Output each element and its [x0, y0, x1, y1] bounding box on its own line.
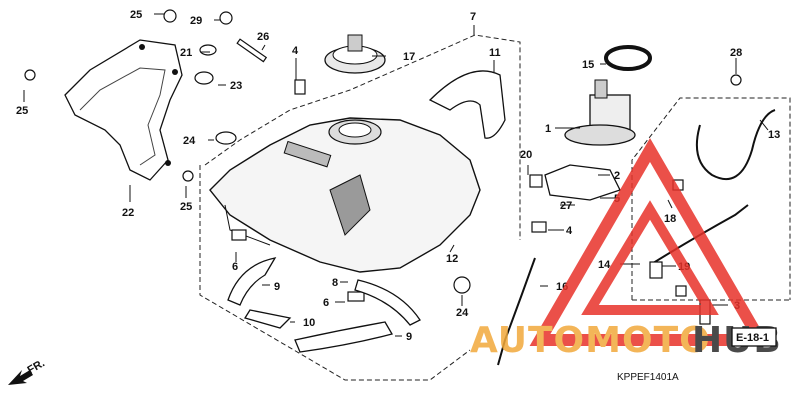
- callout-label: 26: [257, 31, 269, 43]
- callout-label: 15: [582, 59, 594, 71]
- callout-label: 12: [446, 253, 458, 265]
- pump-retainer-part: [544, 164, 621, 201]
- callout-label: 1: [545, 123, 551, 135]
- direction-label: FR.: [26, 357, 47, 376]
- gasket-part: [604, 45, 652, 71]
- callout-label: 24: [456, 307, 469, 319]
- svg-text:E-18-1: E-18-1: [736, 332, 769, 344]
- reference-tag: E-18-1: [731, 327, 777, 347]
- callout-label: 14: [598, 259, 611, 271]
- callout-label: 2: [614, 170, 620, 182]
- callout-label: 6: [232, 261, 238, 273]
- assembly-outlines: [199, 34, 791, 381]
- warning-triangle-icon: [529, 138, 771, 346]
- watermark-logo: AUTOMOTO HUB: [470, 138, 781, 361]
- callout-label: 25: [130, 9, 142, 21]
- callout-label: 17: [403, 51, 415, 63]
- callout-label: 9: [274, 281, 280, 293]
- fuel-cap-part: [324, 34, 386, 74]
- callout-label: 27: [560, 200, 572, 212]
- callout-label: 9: [406, 331, 412, 343]
- callout-label: 24: [183, 135, 196, 147]
- fuel-pump-part: [564, 79, 636, 146]
- callout-label: 18: [664, 213, 676, 225]
- callout-label: 22: [122, 207, 134, 219]
- callout-label: 23: [230, 80, 242, 92]
- callout-label: 11: [489, 47, 501, 59]
- callout-label: 4: [292, 45, 299, 57]
- callout-label: 29: [190, 15, 202, 27]
- trim-strips: [227, 257, 421, 353]
- fuel-tank-part: [209, 117, 481, 273]
- callout-label: 21: [180, 47, 192, 59]
- front-direction-arrow: FR.: [8, 357, 47, 385]
- callout-label: 25: [16, 105, 28, 117]
- callout-label: 13: [768, 129, 780, 141]
- callout-label: 7: [470, 11, 476, 23]
- callout-label: 25: [180, 201, 192, 213]
- side-pad-part: [428, 70, 506, 139]
- callout-label: 28: [730, 47, 742, 59]
- callout-label: 20: [520, 149, 532, 161]
- watermark-text-brand: AUTOMOTO: [470, 320, 711, 361]
- callout-label: 10: [303, 317, 315, 329]
- callout-label: 4: [566, 225, 573, 237]
- callout-label: 8: [332, 277, 338, 289]
- bracket-cover-part: [64, 39, 183, 181]
- drawing-code: KPPEF1401A: [617, 372, 679, 383]
- leader-lines: [23, 13, 769, 337]
- callout-label: 6: [323, 297, 329, 309]
